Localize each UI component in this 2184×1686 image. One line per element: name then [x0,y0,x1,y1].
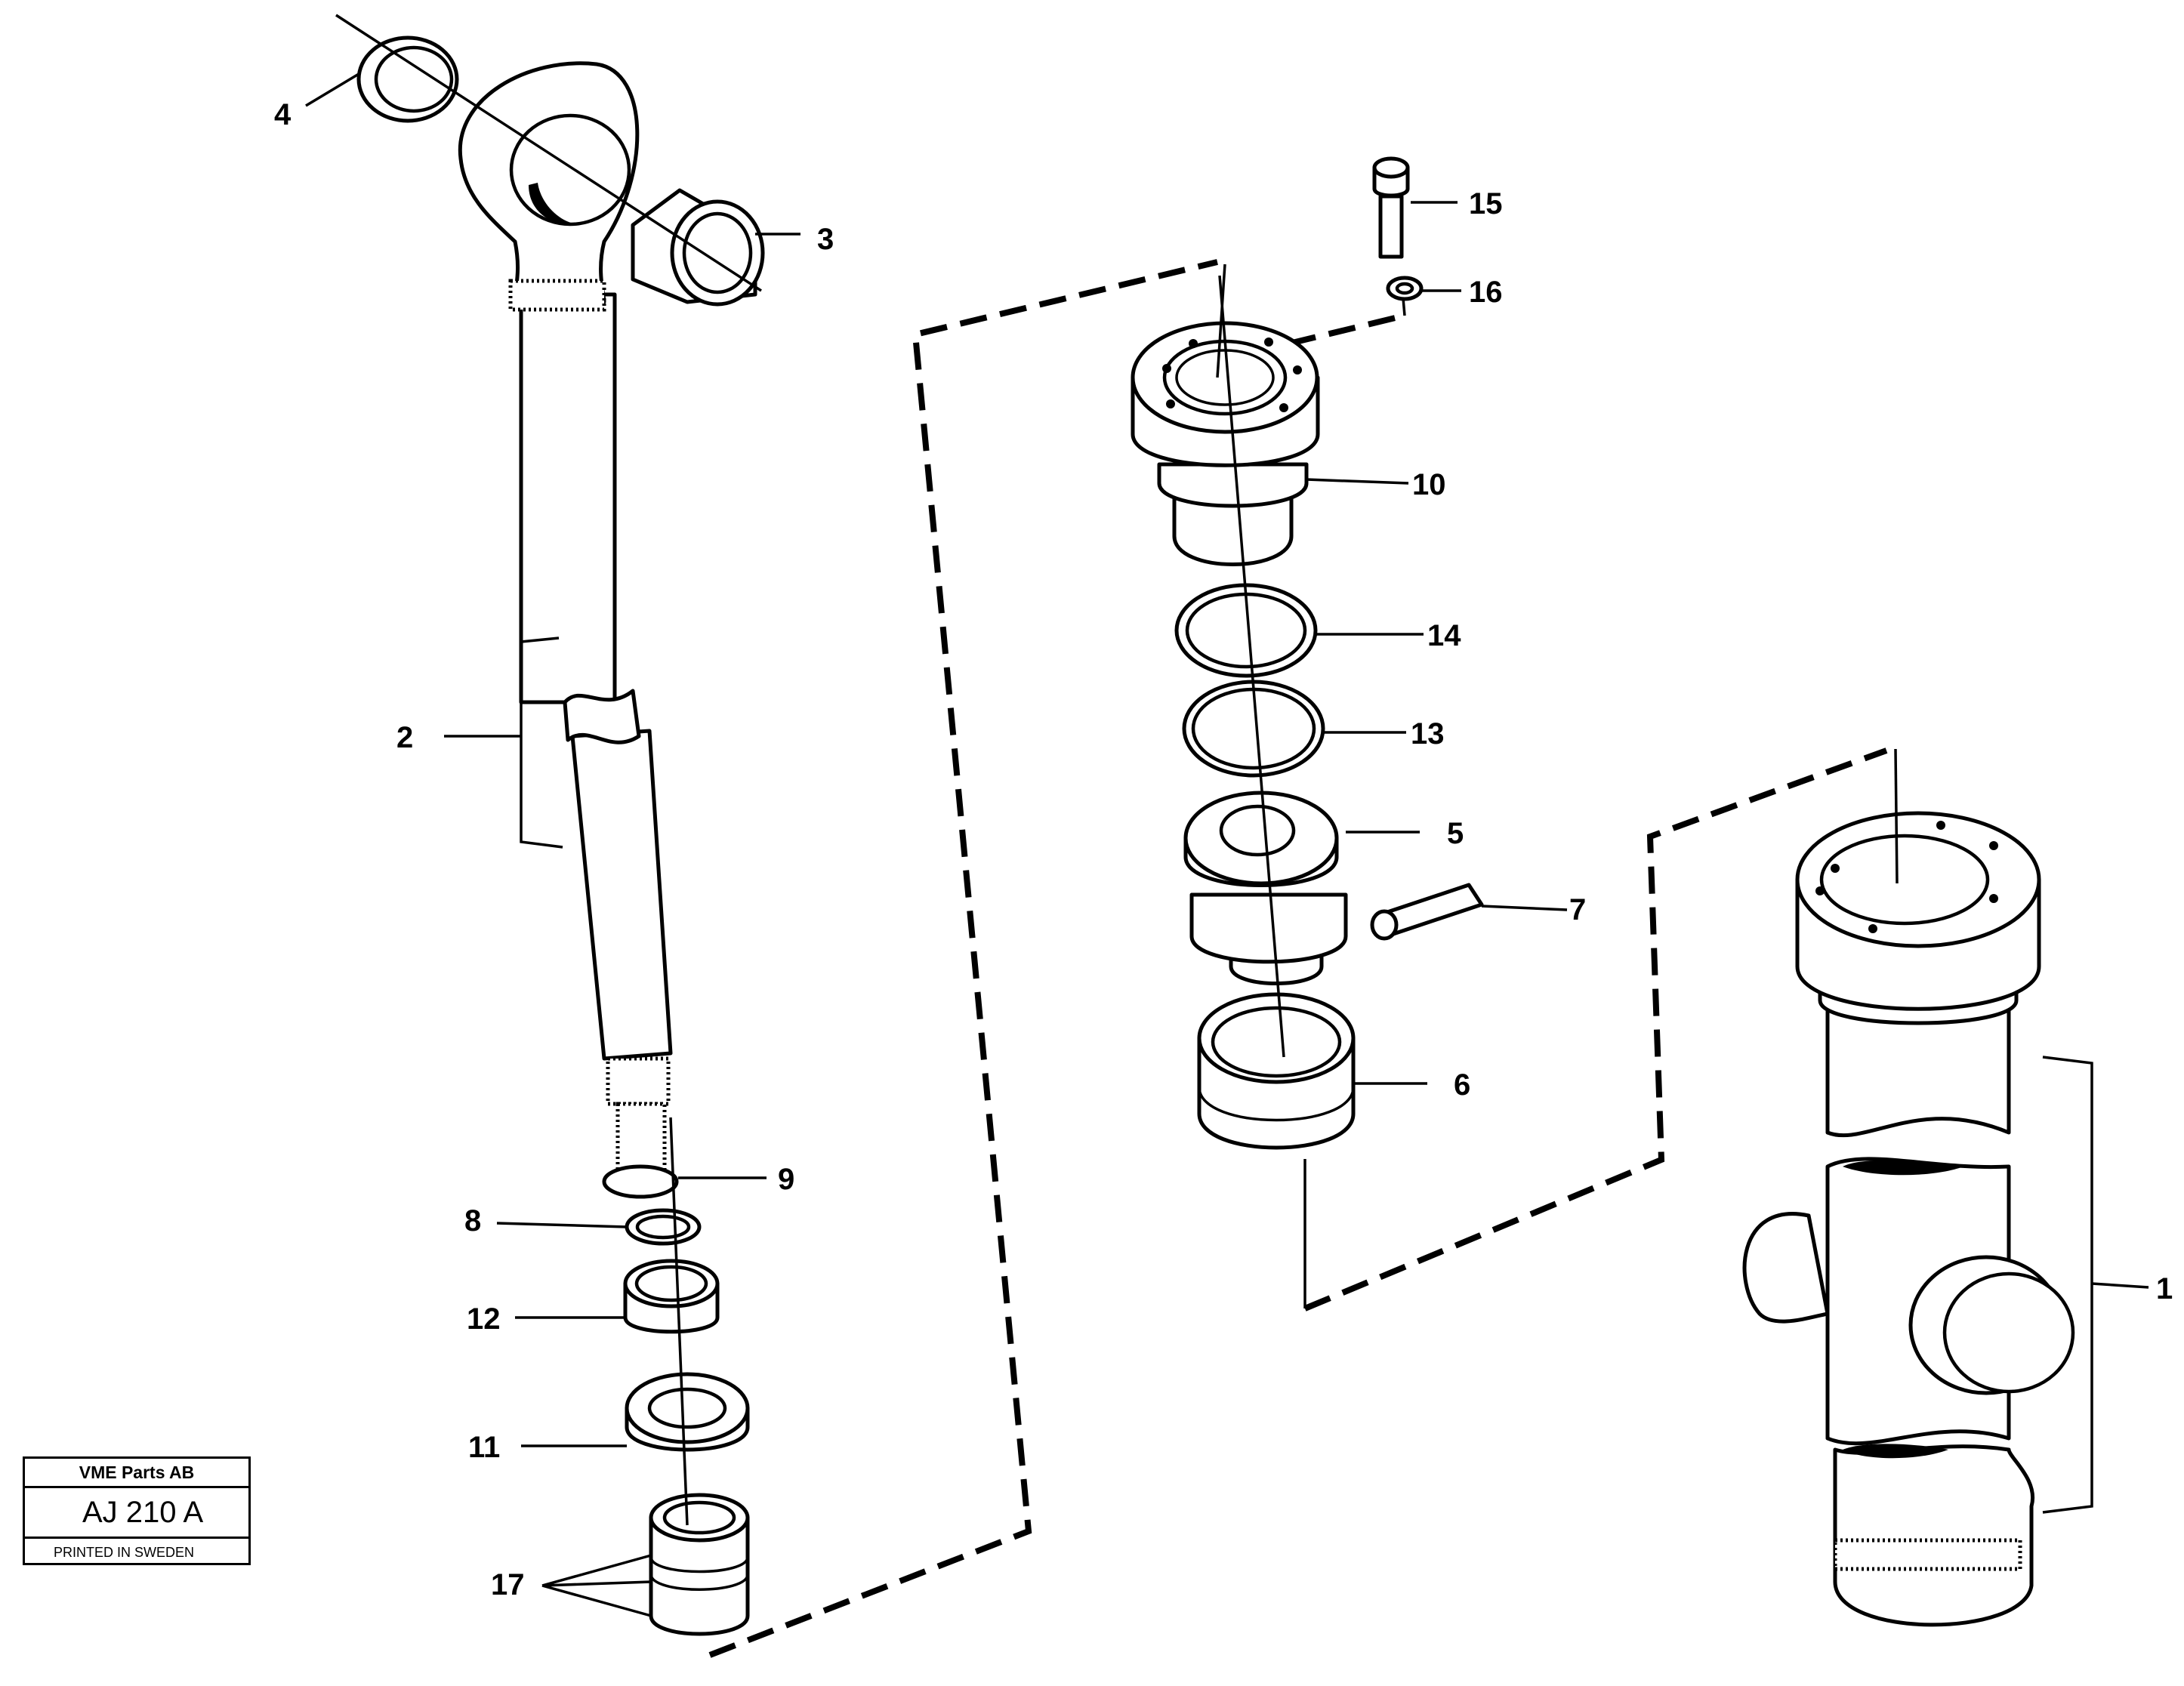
company-name: VME Parts AB [25,1459,248,1488]
callout-15: 15 [1469,187,1503,220]
part-12-bushing [623,1259,720,1334]
part-17-bearing [649,1493,750,1636]
callout-14: 14 [1427,619,1461,652]
part-14-ring [1174,583,1318,678]
callout-11: 11 [468,1431,500,1464]
part-16-washer [1386,276,1424,301]
callout-5: 5 [1447,817,1464,850]
assembly-path-top [1288,313,1405,347]
assembly-path-right [1303,747,1888,1312]
part-4-seal-ring [356,35,459,123]
callout-1: 1 [2156,1272,2173,1305]
rod-eye [458,61,640,312]
part-13-ring [1182,680,1325,778]
callout-6: 6 [1454,1068,1470,1102]
drawing-code: AJ 210 A [25,1488,248,1539]
piston-rod [519,292,679,1199]
part-10-cylinder-head [1131,321,1320,566]
callout-16: 16 [1469,276,1503,309]
callout-9: 9 [778,1163,794,1196]
callout-7: 7 [1569,893,1586,926]
part-6-guide [1197,992,1356,1150]
part-8-ring [625,1208,702,1246]
printed-note: PRINTED IN SWEDEN [54,1545,195,1560]
part-3-bushing [631,188,765,307]
title-block: VME Parts AB AJ 210 A PRINTED IN SWEDEN [23,1456,251,1565]
part-1-cylinder-tube [1742,811,2075,1627]
part-11-ring [625,1372,750,1452]
callout-4: 4 [274,98,292,131]
callout-8: 8 [464,1204,481,1238]
part-7-pin [1370,883,1484,941]
callout-3: 3 [817,223,834,256]
part-15-screw [1372,156,1410,259]
callout-10: 10 [1412,468,1446,501]
assembly-path-left [708,259,1218,1658]
part-2-bracket [520,636,563,849]
callout-17: 17 [491,1568,525,1601]
callout-12: 12 [467,1302,501,1336]
callout-2: 2 [396,721,413,754]
callout-13: 13 [1411,717,1445,751]
